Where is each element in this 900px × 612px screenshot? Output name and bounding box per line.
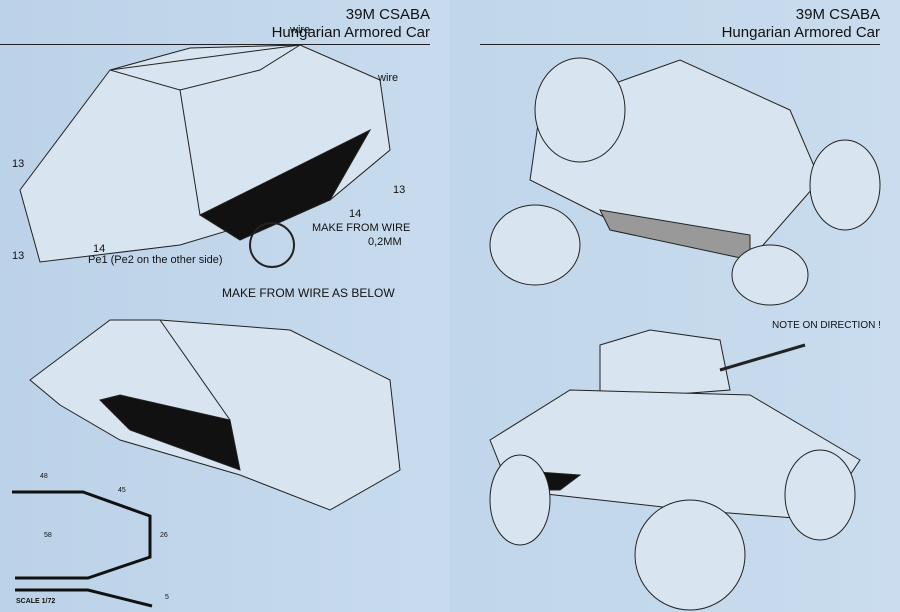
callout-wire-2: wire — [378, 72, 399, 84]
callout-13-b: 13 — [12, 250, 25, 262]
left-header: 39M CSABA Hungarian Armored Car — [272, 6, 430, 42]
wire-below-note: MAKE FROM WIRE AS BELOW — [222, 286, 395, 300]
right-instruction-page: 39M CSABA Hungarian Armored Car NOTE ON … — [450, 0, 900, 612]
dim-end: 26 — [160, 532, 168, 539]
left-subtitle: Hungarian Armored Car — [271, 24, 430, 41]
callout-14-b: 14 — [349, 208, 362, 220]
armored-car-hull-drawings — [12, 44, 401, 608]
callout-13-a: 13 — [12, 158, 25, 170]
right-header-rule — [480, 44, 880, 45]
right-title: 39M CSABA — [795, 6, 880, 23]
wire-note-line1: MAKE FROM WIRE — [312, 222, 411, 234]
callout-wire-1: wire — [290, 24, 311, 36]
hull-underside-view — [29, 319, 401, 511]
chassis-underside-view — [489, 57, 881, 306]
direction-note: NOTE ON DIRECTION ! — [772, 320, 881, 331]
left-title: 39M CSABA — [345, 6, 430, 23]
dim-height: 58 — [44, 532, 52, 539]
left-instruction-page: 39M CSABA Hungarian Armored Car wire wir… — [0, 0, 450, 612]
hull-top-view — [19, 44, 391, 263]
pe1-note: Pe1 (Pe2 on the other side) — [88, 254, 223, 266]
callout-14-a: 14 — [93, 243, 106, 255]
callout-13-c: 13 — [393, 184, 406, 196]
dim-slant: 45 — [118, 487, 126, 494]
scale-label: SCALE 1/72 — [16, 598, 56, 605]
right-subtitle: Hungarian Armored Car — [721, 24, 880, 41]
wire-detail-circle — [249, 222, 295, 268]
left-header-rule — [0, 44, 430, 45]
wire-template-shape — [12, 490, 153, 608]
right-header: 39M CSABA Hungarian Armored Car — [722, 6, 880, 42]
dim-top: 48 — [40, 473, 48, 480]
armored-car-assembly-drawings — [489, 57, 881, 611]
wire-note-line2: 0,2MM — [368, 236, 402, 248]
dim-offset: 5 — [165, 594, 169, 601]
completed-car-view — [489, 329, 861, 611]
